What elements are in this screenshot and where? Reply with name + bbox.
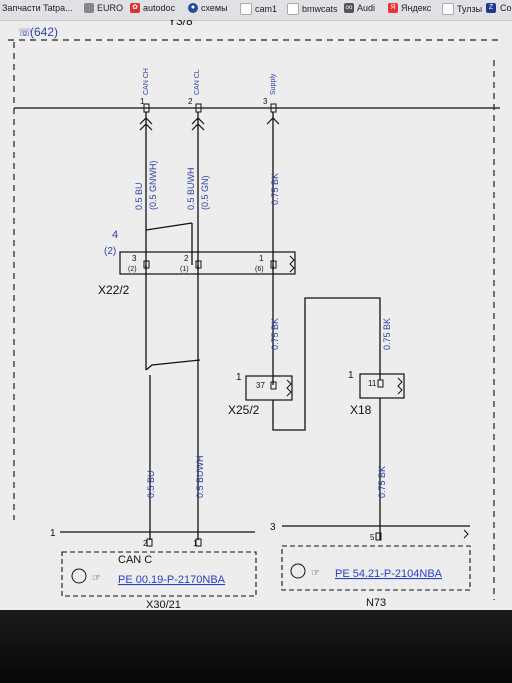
pin-marker	[146, 538, 153, 547]
shield-zigzag-icon	[463, 529, 469, 539]
bookmark-com[interactable]: Com	[500, 3, 512, 13]
x18-number: 1	[348, 370, 354, 381]
bookmark-bmwcats[interactable]: bmwcats	[287, 3, 338, 15]
ground-circle-icon	[71, 568, 87, 584]
x30-name: X30/21	[146, 599, 181, 610]
pointing-hand-icon: ☞	[92, 573, 101, 584]
x22-pin-1-alt: (6)	[255, 266, 264, 273]
bottom-wire-0.5bu: 0.5 BU	[146, 470, 156, 498]
x25-pin: 37	[256, 381, 265, 390]
bookmark-euro[interactable]: EURO	[84, 3, 123, 13]
shield-zigzag-icon	[289, 255, 295, 273]
autodoc-icon: ✿	[130, 3, 140, 13]
x30-bus-label: CAN C	[118, 554, 152, 566]
pin-marker	[143, 260, 150, 269]
bookmark-tools[interactable]: Тулзы	[442, 3, 482, 15]
n73-name: N73	[366, 597, 386, 609]
page-icon	[84, 3, 94, 13]
x30-doc-link[interactable]: PE 00.19-P-2170NBA	[118, 574, 226, 586]
z-icon: Z	[486, 3, 496, 13]
x18-connector-box	[359, 373, 405, 399]
x30-pin-2: 2	[143, 539, 148, 548]
page-icon	[240, 3, 252, 15]
bookmark-tatra[interactable]: Запчасти Tatра...	[2, 3, 73, 13]
wire-label-0.75bk: 0.75 BK	[270, 173, 280, 205]
x22-pin-2: 2	[184, 254, 189, 263]
wire-label-0.5gnwh: (0.5 GNWH)	[148, 160, 158, 210]
x25-connector-box	[245, 375, 293, 401]
pin-marker	[195, 260, 202, 269]
shield-zigzag-icon	[397, 377, 403, 395]
top-signal-supply: Supply	[270, 73, 277, 95]
x18-pin: 11	[368, 379, 377, 388]
top-left-ref: (642)	[30, 25, 58, 39]
wiring-diagram: ☏ (642) Y3/8 1 2 3 CAN CH CAN CL Supply	[0, 20, 512, 610]
x22-number-alt: (2)	[104, 246, 116, 257]
top-left-ref-icon: ☏	[18, 27, 32, 39]
shield-zigzag-icon	[286, 379, 292, 397]
bottom-wire-0.5buwh: 0.5 BUWH	[195, 455, 205, 498]
bookmark-z[interactable]: Z	[486, 3, 496, 13]
top-signal-can-cl: CAN CL	[194, 69, 201, 95]
x25-wire-label: 0.75 BK	[270, 318, 280, 350]
page-icon	[442, 3, 454, 15]
x18-wire-label: 0.75 BK	[382, 318, 392, 350]
n73-doc-link[interactable]: PE 54.21-P-2104NBA	[335, 568, 443, 580]
ground-circle-icon	[290, 563, 306, 579]
x22-pin-3-alt: (2)	[128, 266, 137, 273]
top-pin-3: 3	[263, 97, 268, 106]
audi-icon: oo	[344, 3, 354, 13]
wire-label-0.5gn: (0.5 GN)	[200, 175, 210, 210]
x25-name: X25/2	[228, 403, 260, 417]
pin-marker	[375, 532, 382, 541]
bookmark-audi[interactable]: oo Audi	[344, 3, 376, 13]
x22-pin-2-alt: (1)	[180, 266, 189, 273]
bookmark-yandex[interactable]: Я Яндекс	[388, 3, 431, 13]
pin-marker	[270, 260, 277, 269]
monitor-screen: Запчасти Tatра... EURO ✿ autodoc ● схемы…	[0, 0, 512, 610]
x22-pin-1: 1	[259, 254, 264, 263]
x22-number: 4	[112, 229, 118, 241]
connector-arrow-icon	[139, 117, 280, 131]
top-pin-1: 1	[140, 97, 145, 106]
pin-marker	[377, 379, 384, 388]
x30-module-box	[61, 551, 257, 597]
page-icon	[287, 3, 299, 15]
x30-number: 1	[50, 528, 56, 539]
globe-icon: ●	[188, 3, 198, 13]
top-pin-2: 2	[188, 97, 193, 106]
pin-marker	[195, 538, 202, 547]
n73-module-box	[281, 545, 471, 591]
top-component-name: Y3/8	[168, 20, 193, 28]
x22-pin-3: 3	[132, 254, 137, 263]
wire-lines	[145, 112, 274, 540]
bookmark-cam1[interactable]: cam1	[240, 3, 277, 15]
bottom-wire-0.75bk: 0.75 BK	[377, 466, 387, 498]
x22-connector-box	[119, 251, 296, 275]
yandex-icon: Я	[388, 3, 398, 13]
top-signal-can-ch: CAN CH	[143, 68, 150, 95]
x25-loop-wire	[272, 297, 381, 431]
x25-number: 1	[236, 372, 242, 383]
x22-name: X22/2	[98, 283, 130, 297]
wire-label-0.5bu: 0.5 BU	[134, 182, 144, 210]
x18-name: X18	[350, 403, 372, 417]
bookmark-autodoc[interactable]: ✿ autodoc	[130, 3, 175, 13]
n73-number: 3	[270, 522, 276, 533]
n73-pin: 5	[370, 533, 375, 542]
wire-label-0.5buwh: 0.5 BUWH	[186, 167, 196, 210]
pointing-hand-icon: ☞	[311, 568, 320, 579]
bookmark-schemes[interactable]: ● схемы	[188, 3, 228, 13]
bookmarks-bar: Запчасти Tatра... EURO ✿ autodoc ● схемы…	[0, 0, 512, 21]
monitor-bezel	[0, 610, 512, 683]
pin-marker	[270, 381, 277, 390]
